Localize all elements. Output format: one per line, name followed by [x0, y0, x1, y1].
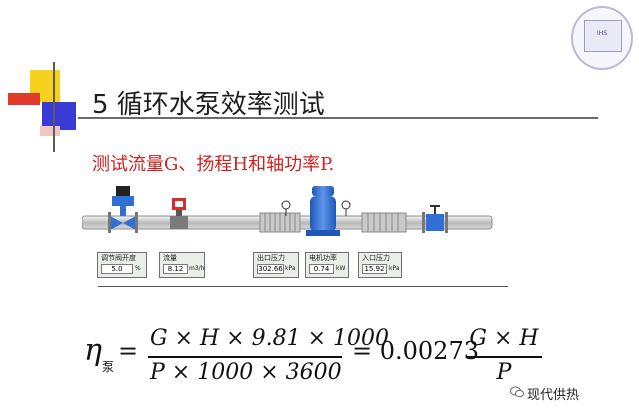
- readout-inlet-pressure: 入口压力 15.92 kPa: [358, 252, 402, 278]
- decor-red-block: [8, 93, 40, 105]
- readout-valve-opening: 调节阀开度 5.0 %: [97, 252, 147, 278]
- readout-value: 15.92: [362, 264, 387, 274]
- formula-fraction2-numerator: G × H: [469, 326, 539, 351]
- pump-test-diagram: [81, 182, 512, 282]
- emblem-badge-text: IHS: [597, 30, 608, 37]
- formula-fraction1-denominator: P × 1000 × 3600: [150, 360, 342, 385]
- readout-label: 入口压力: [362, 254, 390, 262]
- readout-unit: kPa: [285, 265, 296, 272]
- slide-subtitle: 测试流量G、扬程H和轴功率P.: [92, 154, 335, 175]
- readout-value: 302.66: [257, 264, 284, 274]
- readout-unit: m3/h: [189, 265, 205, 272]
- decor-pink-block: [40, 126, 60, 136]
- control-valve-icon: [108, 186, 138, 233]
- inlet-pressure-gauge-icon: [341, 200, 351, 216]
- readout-unit: %: [135, 265, 141, 272]
- readout-label: 流量: [163, 254, 177, 262]
- formula-fraction1-bar: [148, 356, 342, 358]
- readout-motor-power: 电机功率 0.74 kW: [305, 252, 349, 278]
- wechat-icon: [510, 386, 524, 398]
- flex-coupling-right-icon: [361, 212, 407, 233]
- formula-fraction2-denominator: P: [496, 360, 512, 385]
- readout-value: 8.12: [163, 264, 188, 274]
- readout-label: 调节阀开度: [101, 254, 136, 262]
- gate-valve-icon: [422, 205, 448, 233]
- watermark-text: 现代供热: [527, 388, 580, 403]
- formula-equals-1: =: [118, 337, 139, 365]
- decor-blue-block: [42, 102, 76, 130]
- pipeline-svg: [81, 186, 493, 236]
- readout-flow: 流量 8.12 m3/h: [159, 252, 205, 278]
- formula-equals-constant: = 0.00273: [352, 337, 479, 365]
- slide-title: 5 循环水泵效率测试: [92, 90, 325, 120]
- flow-meter-icon: [170, 198, 188, 229]
- formula-fraction1-numerator: G × H × 9.81 × 1000: [150, 326, 389, 351]
- pump-icon: [306, 186, 340, 236]
- readout-label: 出口压力: [257, 254, 285, 262]
- emblem-building-icon: [584, 20, 622, 52]
- readout-value: 5.0: [101, 264, 133, 274]
- formula-fraction2-bar: [466, 356, 542, 358]
- decor-vertical-line: [53, 62, 55, 152]
- readout-label: 电机功率: [309, 254, 337, 262]
- formula-eta-subscript: 泵: [102, 360, 115, 374]
- outlet-pressure-gauge-icon: [281, 200, 291, 216]
- title-underline: [78, 117, 598, 119]
- flex-coupling-left-icon: [259, 212, 301, 233]
- diagram-baseline: [98, 286, 508, 287]
- readout-value: 0.74: [309, 264, 334, 274]
- readout-unit: kW: [336, 265, 346, 272]
- formula-eta: η: [84, 333, 102, 368]
- readout-unit: kPa: [389, 265, 400, 272]
- readout-outlet-pressure: 出口压力 302.66 kPa: [253, 252, 299, 278]
